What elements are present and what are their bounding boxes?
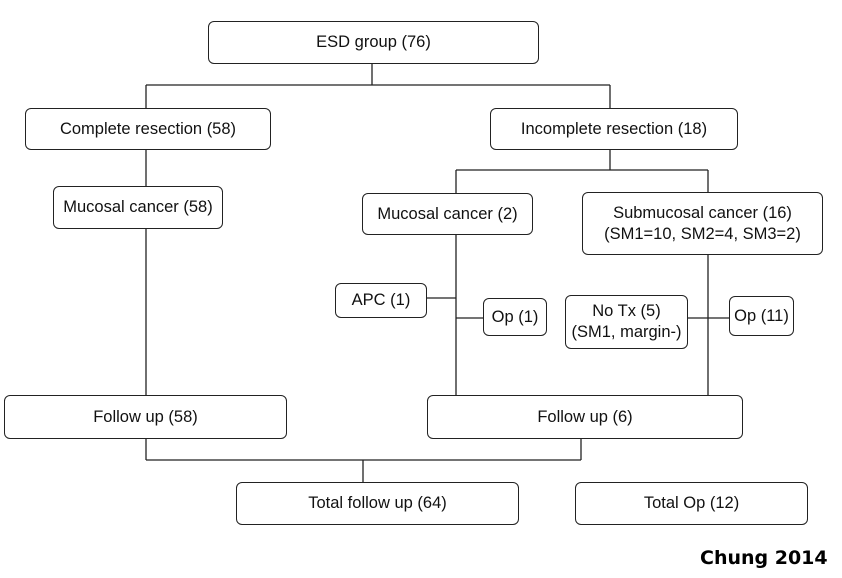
- mucosal-cancer-left-node: Mucosal cancer (58): [53, 186, 223, 229]
- incomplete-resection-node: Incomplete resection (18): [490, 108, 738, 150]
- total-op-node: Total Op (12): [575, 482, 808, 525]
- submucosal-grade-breakdown: (SM1=10, SM2=4, SM3=2): [604, 224, 801, 243]
- follow-up-left-node: Follow up (58): [4, 395, 287, 439]
- mucosal-cancer-mid-node: Mucosal cancer (2): [362, 193, 533, 235]
- total-follow-up-node: Total follow up (64): [236, 482, 519, 525]
- submucosal-cancer-label: Submucosal cancer (16): [613, 203, 792, 222]
- apc-node: APC (1): [335, 283, 427, 318]
- no-tx-label: No Tx (5): [592, 302, 661, 321]
- no-tx-node: No Tx (5) (SM1, margin-): [565, 295, 688, 349]
- esd-group-node: ESD group (76): [208, 21, 539, 64]
- source-credit: Chung 2014: [700, 547, 828, 569]
- no-tx-criteria: (SM1, margin-): [571, 323, 682, 341]
- op-right-node: Op (11): [729, 296, 794, 336]
- follow-up-right-node: Follow up (6): [427, 395, 743, 439]
- complete-resection-node: Complete resection (58): [25, 108, 271, 150]
- op-left-node: Op (1): [483, 298, 547, 336]
- submucosal-cancer-node: Submucosal cancer (16) (SM1=10, SM2=4, S…: [582, 192, 823, 255]
